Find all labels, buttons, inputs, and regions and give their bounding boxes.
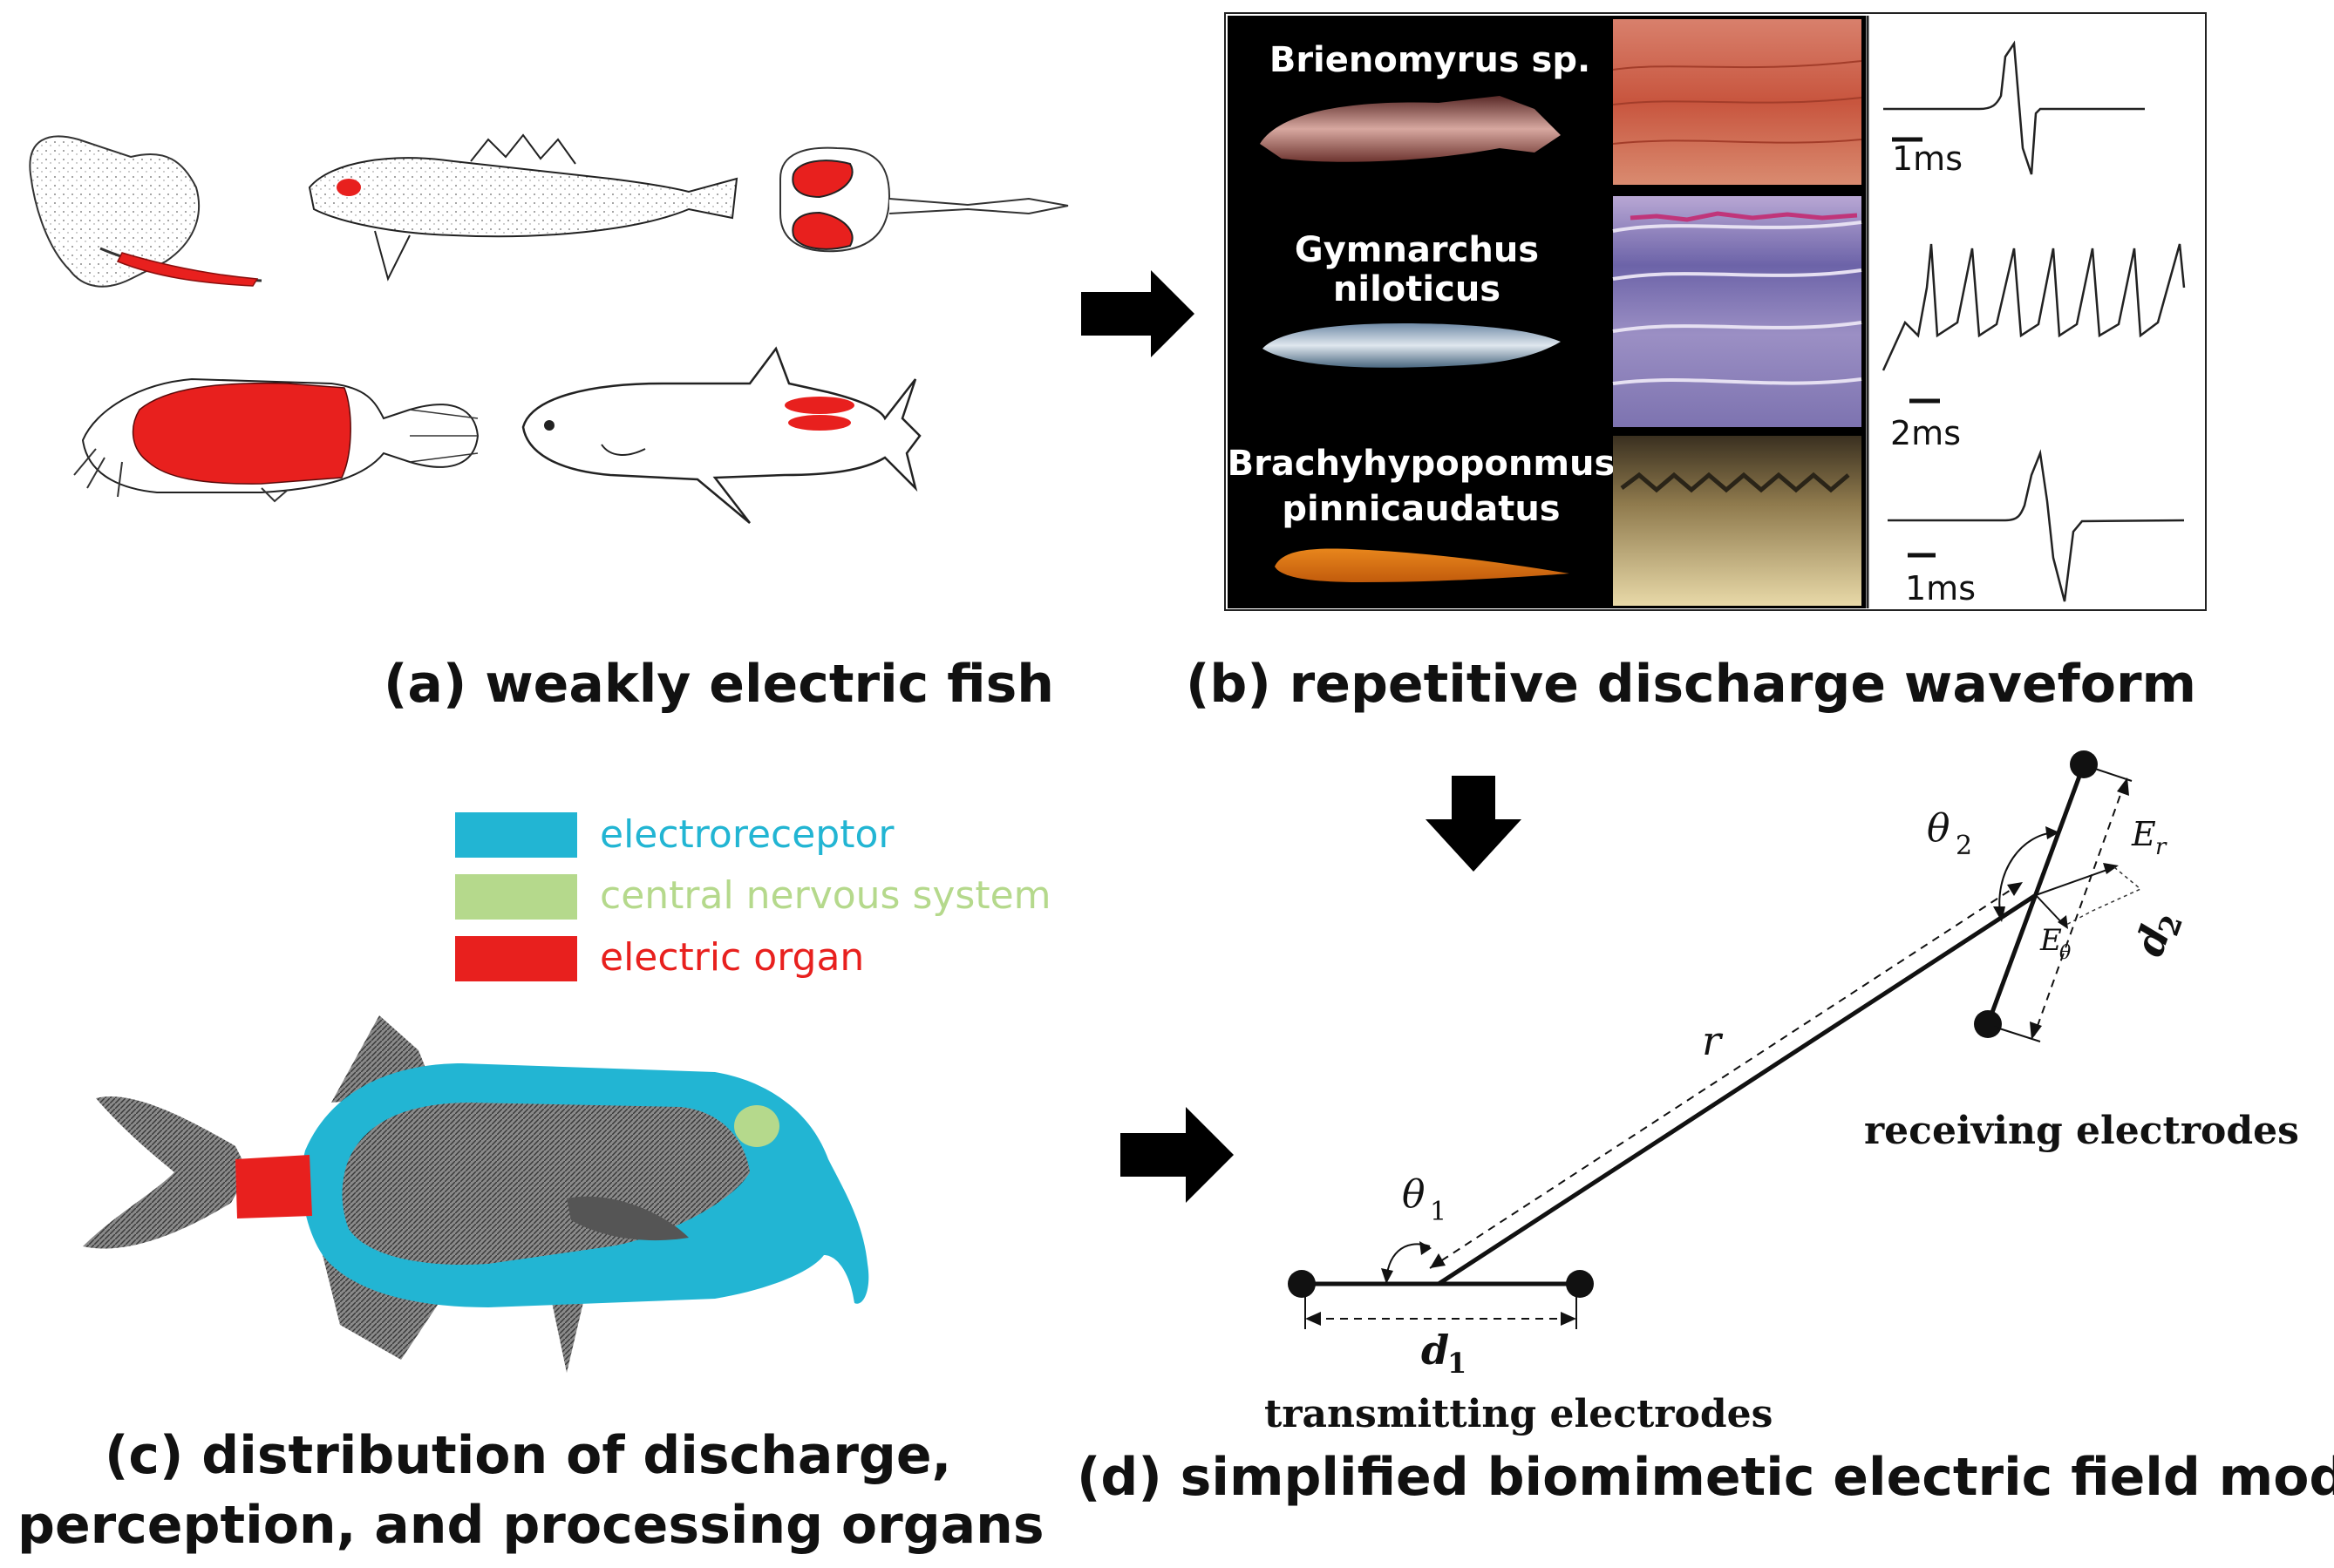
waveform-2 [1881, 243, 2186, 371]
cns-spot [734, 1105, 779, 1147]
label-Etheta-sub: θ [2059, 942, 2071, 964]
torpedo-ray-drawing [779, 146, 1069, 253]
knifefish-electric-organ-1 [785, 397, 854, 414]
waveform-1 [1883, 40, 2145, 175]
knifefish-electric-organ-2 [788, 415, 851, 431]
skate-electric-organ [116, 252, 259, 287]
caption-b: (b) repetitive discharge waveform [1186, 654, 2196, 715]
panel-d: d 1 d 2 r θ 1 θ 2 [1077, 750, 2334, 1508]
caption-c-line1: (c) distribution of discharge, [105, 1425, 951, 1486]
waveform-3 [1888, 449, 2185, 602]
angle-theta2-arc [1998, 832, 2058, 920]
panel-b: Brienomyrus sp. Gymnarchus niloticus Bra… [1186, 12, 2207, 715]
label-Er: E [2131, 815, 2156, 853]
elephantnose-fish-illustration [83, 1015, 869, 1373]
species-name-3a: Brachyhypoponmus [1228, 444, 1616, 484]
legend-swatch-electroreceptor [455, 812, 577, 858]
catfish-electric-organ [132, 382, 351, 485]
electric-organ-band [235, 1155, 312, 1218]
scale-label-2: 2ms [1890, 414, 1961, 452]
legend-label-cns: central nervous system [600, 873, 1051, 918]
scale-label-3: 1ms [1905, 569, 1976, 608]
panel-a: (a) weakly electric fish [29, 133, 1069, 715]
species-name-1: Brienomyrus sp. [1269, 40, 1590, 80]
species-name-3b: pinnicaudatus [1282, 489, 1560, 529]
knifefish-drawing [521, 346, 922, 524]
label-theta2-sub: 2 [1956, 831, 1972, 861]
panel-c: electroreceptor central nervous system e… [17, 812, 1051, 1556]
transmitting-electrode-right [1566, 1270, 1594, 1298]
vector-Er [2035, 866, 2115, 896]
scale-label-1: 1ms [1892, 139, 1963, 178]
label-r: r [1702, 1017, 1724, 1064]
species-name-2b: niloticus [1333, 269, 1500, 309]
transmitting-electrode-left [1288, 1270, 1316, 1298]
stargazer-electric-organ [337, 179, 361, 196]
label-Etheta: E [2039, 923, 2062, 958]
torpedo-electric-organ-top [792, 160, 854, 199]
caption-d: (d) simplified biomimetic electric field… [1077, 1447, 2334, 1508]
caption-a: (a) weakly electric fish [384, 654, 1054, 715]
caption-c-line2: perception, and processing organs [17, 1495, 1045, 1556]
arrow-right-icon [1120, 1107, 1234, 1203]
label-theta2: θ [1927, 806, 1950, 851]
receiving-electrode-top [2070, 750, 2098, 778]
legend-label-electroreceptor: electroreceptor [600, 812, 895, 857]
legend-swatch-cns [455, 874, 577, 920]
label-Er-sub: r [2155, 834, 2167, 860]
torpedo-electric-organ-bottom [792, 211, 854, 250]
fish-photo-1 [1260, 96, 1561, 162]
species-name-2a: Gymnarchus [1295, 230, 1539, 270]
label-theta1-sub: 1 [1430, 1197, 1446, 1227]
label-receiving-electrodes: receiving electrodes [1864, 1109, 2299, 1153]
distance-line-r [1437, 893, 2038, 1286]
arrow-right-icon [1081, 270, 1194, 357]
label-transmitting-electrodes: transmitting electrodes [1264, 1392, 1773, 1436]
histology-image-3 [1613, 436, 1861, 606]
histology-image-2 [1613, 196, 1861, 427]
legend-swatch-electric-organ [455, 936, 577, 981]
label-d1-sub: 1 [1447, 1347, 1466, 1380]
fish-photo-3 [1275, 548, 1569, 582]
legend-label-electric-organ: electric organ [600, 935, 864, 980]
fish-photo-2 [1262, 322, 1561, 368]
electric-catfish-drawing [73, 377, 480, 503]
receiving-electrode-bottom [1974, 1010, 2002, 1038]
label-theta1: θ [1402, 1172, 1426, 1217]
arrow-down-icon [1426, 776, 1521, 872]
stargazer-drawing [308, 133, 738, 282]
label-d1: d [1421, 1327, 1449, 1374]
skate-drawing [29, 135, 262, 288]
